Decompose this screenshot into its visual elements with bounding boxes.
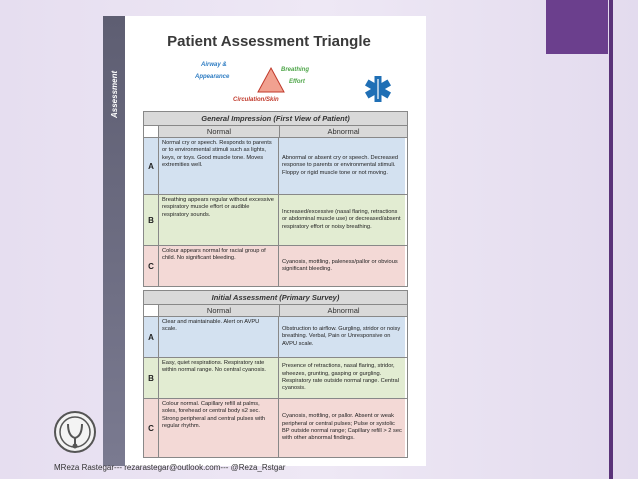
triangle-circulation-label: Circulation/Skin — [233, 97, 279, 103]
normal-cell: Clear and maintainable. Alert on AVPU sc… — [158, 317, 278, 357]
normal-cell: Colour normal. Capillary refill at palms… — [158, 399, 278, 457]
column-headers: Normal Abnormal — [144, 126, 407, 138]
row-letter: B — [144, 358, 158, 398]
right-accent-stripe — [609, 0, 613, 479]
footer-credit: MReza Rastegar--- rezarastegar@outlook.c… — [54, 463, 286, 472]
normal-cell: Colour appears normal for racial group o… — [158, 246, 278, 286]
abnormal-cell: Obstruction to airflow. Gurgling, strido… — [278, 317, 405, 357]
normal-cell: Easy, quiet respirations. Respiratory ra… — [158, 358, 278, 398]
normal-column-header: Normal — [158, 305, 279, 316]
general-impression-table: General Impression (First View of Patien… — [143, 111, 408, 287]
letter-column-header — [144, 126, 158, 137]
row-letter: A — [144, 138, 158, 194]
sidebar-label: Assessment — [110, 70, 119, 118]
triangle-effort-label: Effort — [289, 79, 305, 85]
abnormal-column-header: Abnormal — [279, 126, 407, 137]
normal-cell: Breathing appears regular without excess… — [158, 195, 278, 245]
table-row: A Clear and maintainable. Alert on AVPU … — [144, 317, 407, 358]
abnormal-cell: Presence of retractions, nasal flaring, … — [278, 358, 405, 398]
star-of-life-icon — [364, 76, 392, 102]
normal-column-header: Normal — [158, 126, 279, 137]
initial-assessment-table: Initial Assessment (Primary Survey) Norm… — [143, 290, 408, 458]
general-impression-heading: General Impression (First View of Patien… — [144, 112, 407, 126]
triangle-appearance-label: Appearance — [195, 74, 230, 80]
letter-column-header — [144, 305, 158, 316]
assessment-triangle-icon — [257, 66, 285, 93]
abnormal-column-header: Abnormal — [279, 305, 407, 316]
abnormal-cell: Cyanosis, mottling, paleness/pallor or o… — [278, 246, 405, 286]
triangle-breathing-label: Breathing — [281, 67, 310, 73]
table-row: B Easy, quiet respirations. Respiratory … — [144, 358, 407, 399]
initial-assessment-heading: Initial Assessment (Primary Survey) — [144, 291, 407, 305]
table-row: C Colour appears normal for racial group… — [144, 246, 407, 286]
abnormal-cell: Increased/excessive (nasal flaring, retr… — [278, 195, 405, 245]
normal-cell: Normal cry or speech. Responds to parent… — [158, 138, 278, 194]
row-letter: C — [144, 399, 158, 457]
row-letter: B — [144, 195, 158, 245]
triangle-airway-label: Airway & — [201, 62, 227, 68]
document-image: Assessment Patient Assessment Triangle A… — [103, 16, 426, 466]
table-row: C Colour normal. Capillary refill at pal… — [144, 399, 407, 457]
document-title: Patient Assessment Triangle — [167, 33, 371, 50]
medical-logo-icon — [54, 411, 96, 453]
sidebar-band: Assessment — [103, 16, 125, 466]
abnormal-cell: Cyanosis, mottling, or pallor. Absent or… — [278, 399, 405, 457]
table-row: B Breathing appears regular without exce… — [144, 195, 407, 246]
column-headers: Normal Abnormal — [144, 305, 407, 317]
table-row: A Normal cry or speech. Responds to pare… — [144, 138, 407, 195]
row-letter: C — [144, 246, 158, 286]
corner-accent — [546, 0, 608, 54]
row-letter: A — [144, 317, 158, 357]
abnormal-cell: Abnormal or absent cry or speech. Decrea… — [278, 138, 405, 194]
